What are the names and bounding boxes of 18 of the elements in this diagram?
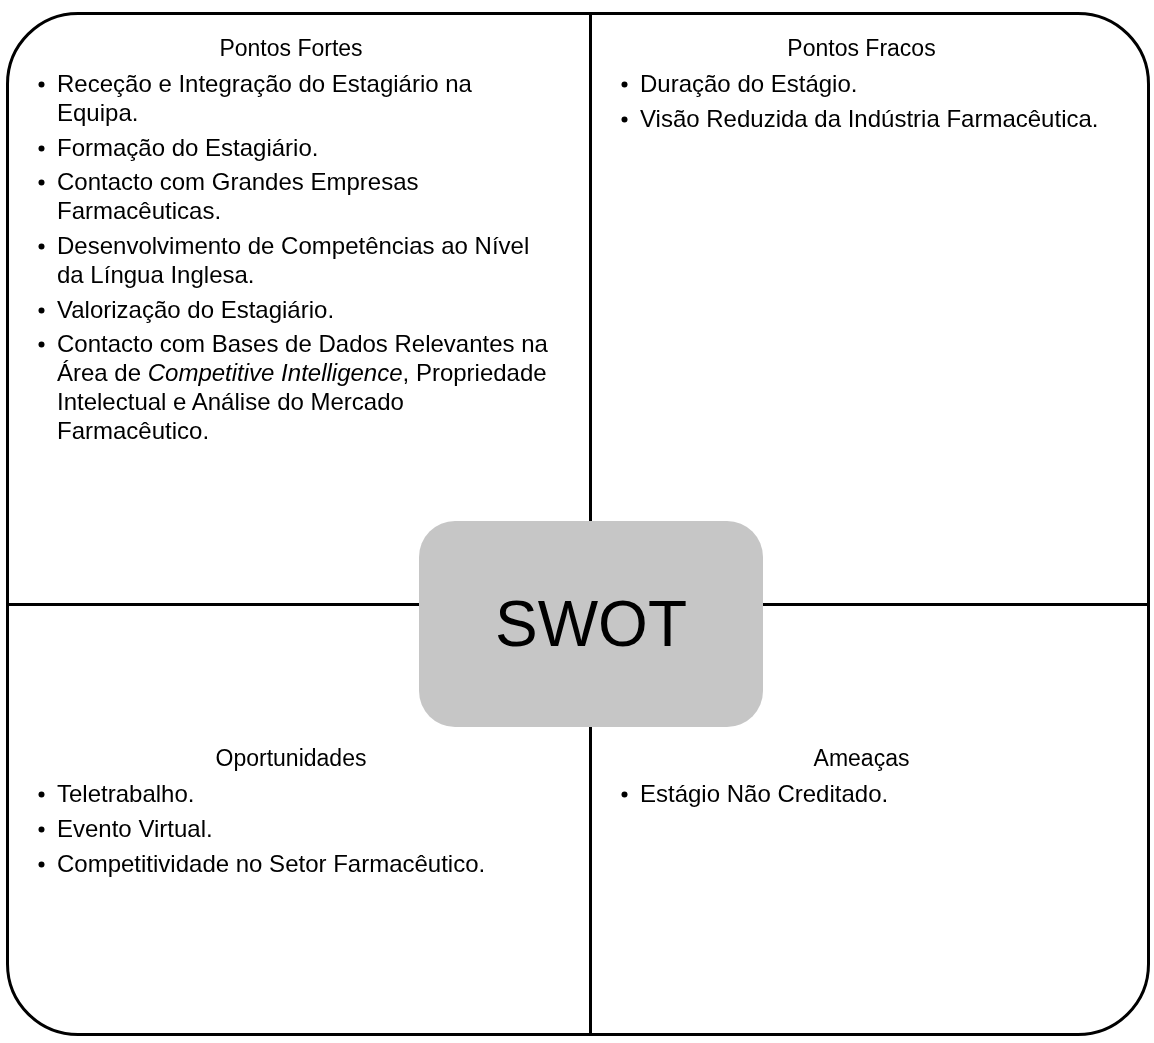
bullet-text: Duração do Estágio. (640, 70, 858, 97)
quadrant-heading: Pontos Fortes (219, 35, 363, 62)
bullet-text: Visão Reduzida da Indústria Farmacêutica. (640, 104, 1099, 132)
bullet-text: Evento Virtual. (57, 814, 213, 842)
quadrant-heading: Oportunidades (215, 745, 367, 772)
bullet-text: Valorização do Estagiário. (57, 295, 335, 323)
center-title: SWOT (495, 587, 687, 661)
bullet-text: Competitividade no Setor Farmacêutico. (57, 849, 486, 877)
bullet-text: Formação do Estagiário. (57, 133, 319, 161)
bullet-text: Receção e Integração do Estagiário na Equipa. (57, 70, 472, 126)
bullet-text: Contacto com Grandes Empresas Farmacêuticas. (57, 168, 419, 225)
quadrant-heading: Ameaças (813, 745, 910, 772)
quadrant-heading: Pontos Fracos (787, 35, 936, 62)
bullet-text: Estágio Não Creditado. (640, 780, 889, 807)
bullet-text: Desenvolvimento de Competências ao Nível da Língua Inglesa. (57, 232, 530, 288)
bullet-text: Teletrabalho. (57, 780, 195, 807)
bullet-text: Contacto com Bases de Dados Relevantes na Área de Competitive Intelligence, Propriedade Intelectual e Análise do Mercado Farmacêutico. (57, 330, 548, 444)
center-box (419, 521, 763, 727)
